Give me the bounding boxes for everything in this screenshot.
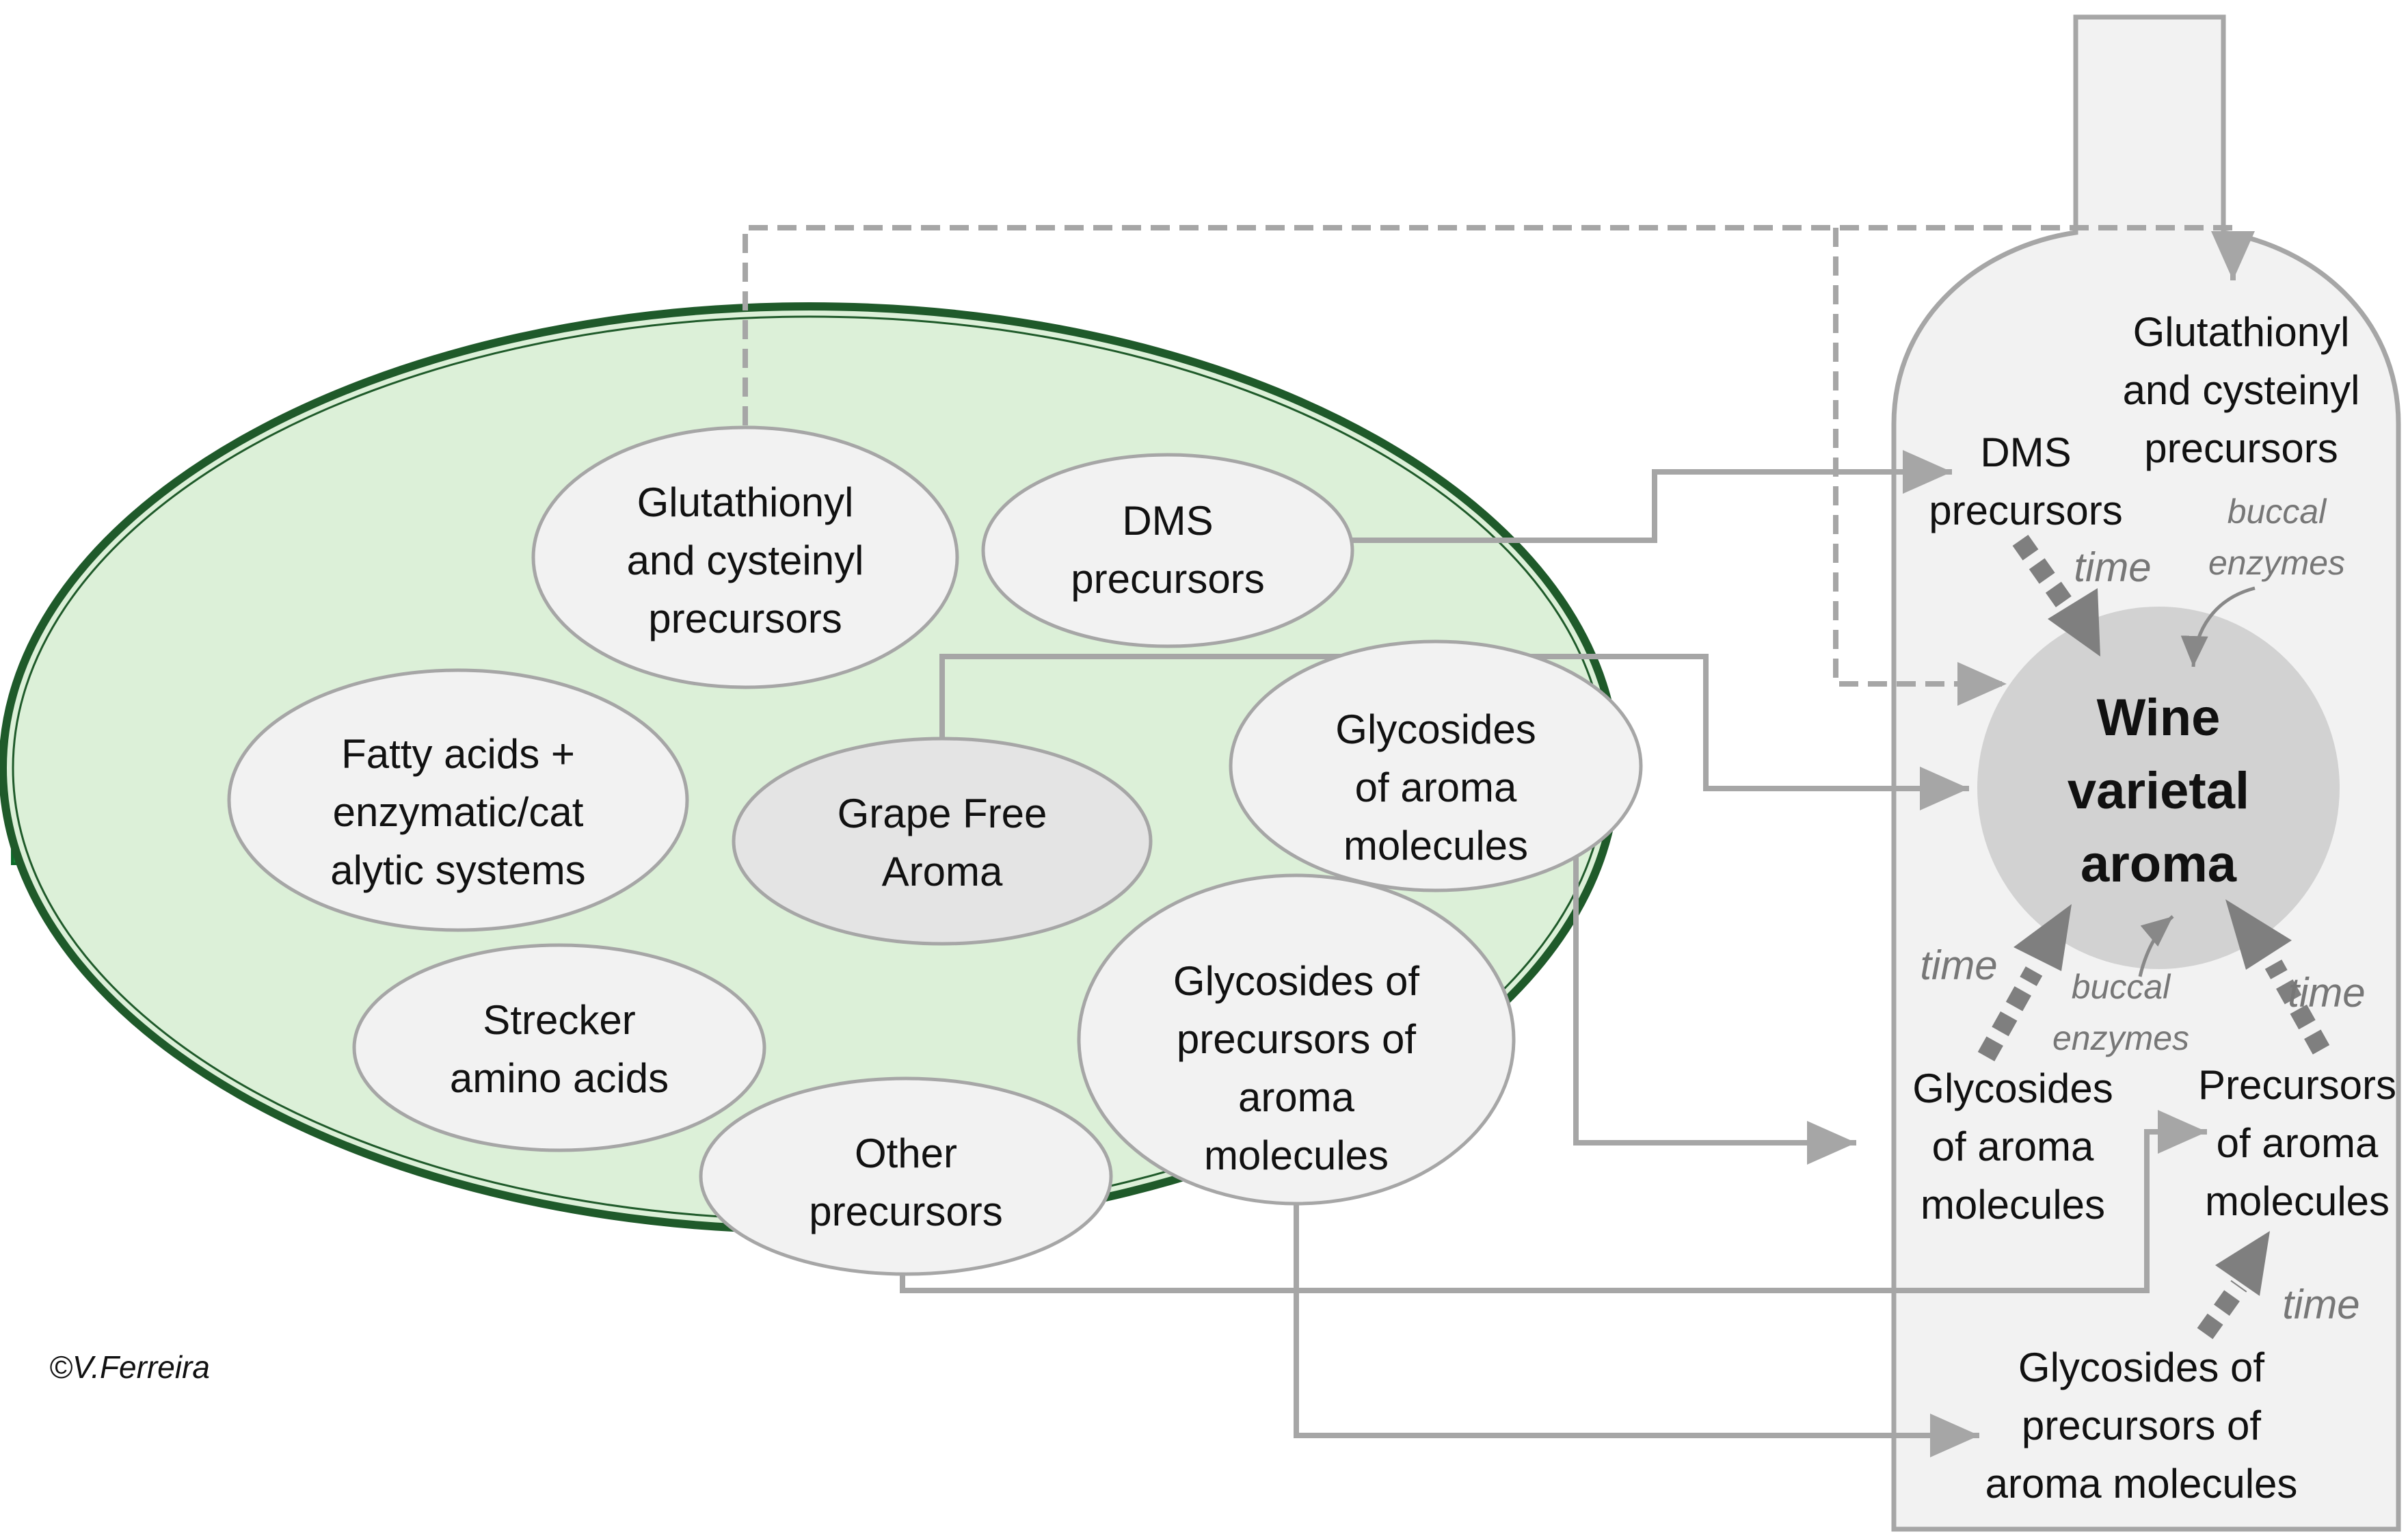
connector-glycosides-precursors bbox=[1294, 1202, 1979, 1457]
author-credit: ©V.Ferreira bbox=[49, 1349, 210, 1385]
buccal-arrow-top bbox=[2180, 586, 2256, 667]
connector-glutathionyl-dashed bbox=[743, 225, 2255, 425]
connector-grape-free-aroma bbox=[939, 654, 1969, 810]
connector-other-precursors bbox=[900, 1110, 2207, 1293]
connector-glutathionyl-dashed-to-core bbox=[1833, 228, 2007, 706]
time-arrows bbox=[1977, 534, 2330, 1340]
time-label-precursors-aroma: time bbox=[2288, 970, 2365, 1016]
connector-dms bbox=[1350, 450, 1952, 543]
time-label-glycosides-aroma: time bbox=[1920, 942, 1997, 988]
connector-glycosides-aroma bbox=[1573, 848, 1856, 1165]
time-label-glycosides-precursors: time bbox=[2282, 1282, 2359, 1327]
wine-varietal-aroma-core bbox=[1977, 607, 2340, 969]
time-label-dms: time bbox=[2074, 544, 2151, 590]
buccal-arrow-bottom bbox=[2138, 915, 2174, 977]
